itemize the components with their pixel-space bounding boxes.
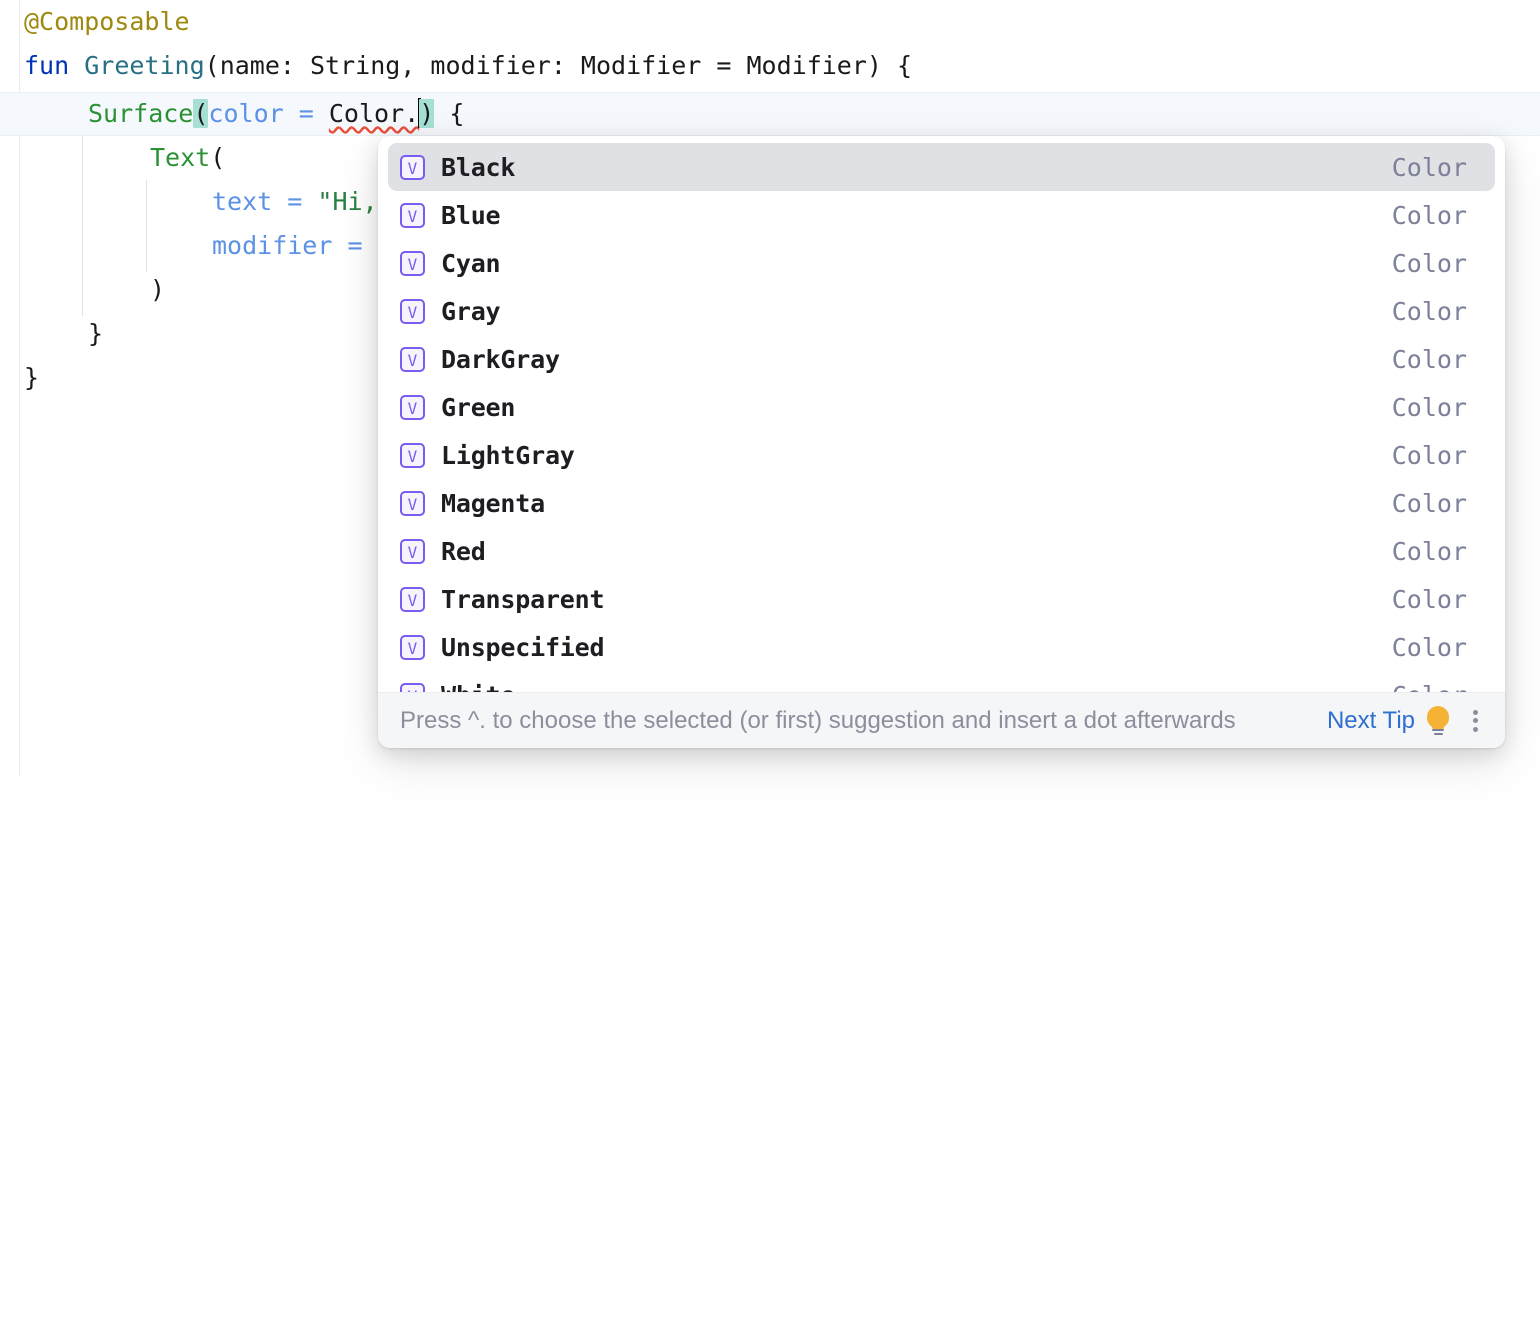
completion-item[interactable]: V LightGray Color [388, 431, 1495, 479]
completion-item-label: Blue [441, 200, 501, 230]
completion-item[interactable]: V Blue Color [388, 191, 1495, 239]
token-space [302, 187, 317, 216]
lightbulb-icon [1425, 705, 1451, 736]
property-value-icon: V [400, 394, 425, 420]
completion-item-type: Color [1391, 200, 1467, 230]
completion-item-type: Color [1391, 152, 1467, 182]
completion-item-label: LightGray [441, 440, 575, 470]
token-open-paren-matched: ( [193, 99, 209, 128]
gutter-divider [19, 0, 20, 776]
token-function-name: Greeting [84, 51, 205, 80]
code-line-7: ) [0, 268, 1540, 312]
token-receiver-color: Color. [328, 99, 420, 128]
token-keyword-fun: fun [24, 51, 70, 80]
completion-item-type: Color [1391, 248, 1467, 278]
token-open-paren: ( [210, 143, 226, 172]
token-brace-close-outer: } [24, 363, 40, 392]
token-close-call-paren: ) [150, 275, 166, 304]
token-space [272, 187, 287, 216]
completion-item-label: Black [441, 152, 516, 182]
completion-item[interactable]: V Cyan Color [388, 239, 1495, 287]
hint-text: Press ^. to choose the selected (or firs… [400, 706, 1236, 734]
property-value-icon: V [400, 346, 425, 372]
token-text-call: Text [150, 143, 211, 172]
token-equals: = [347, 231, 363, 260]
completion-item[interactable]: V Unspecified Color [388, 623, 1495, 671]
completion-item-type: Color [1391, 536, 1467, 566]
completion-item-type: Color [1391, 296, 1467, 326]
code-content[interactable]: @Composable fun Greeting(name: String, m… [0, 0, 1540, 776]
completion-item[interactable]: V Transparent Color [388, 575, 1495, 623]
indent-guide [146, 180, 147, 272]
completion-item-type: Color [1391, 440, 1467, 470]
code-line-4: Text( [0, 136, 1540, 180]
completion-item-label: Green [441, 392, 516, 422]
token-signature: (name: String, modifier: Modifier = Modi… [204, 51, 913, 80]
code-line-5: text = "Hi, [0, 180, 1540, 224]
completion-item-label: Red [441, 536, 486, 566]
property-value-icon: V [400, 202, 425, 228]
completion-item[interactable]: V DarkGray Color [388, 335, 1495, 383]
code-line-3: Surface(color = Color.) { [0, 92, 1540, 136]
completion-item-type: Color [1391, 584, 1467, 614]
next-tip-link[interactable]: Next Tip [1326, 706, 1415, 734]
completion-item[interactable]: V Black Color [388, 143, 1495, 191]
token-space [332, 231, 347, 260]
completion-item-label: Transparent [441, 584, 605, 614]
token-equals: = [298, 99, 314, 128]
property-value-icon: V [400, 538, 425, 564]
completion-item[interactable]: V Gray Color [388, 287, 1495, 335]
kebab-menu-icon[interactable] [1473, 709, 1479, 732]
current-line-highlight [0, 92, 1540, 136]
indent-guide [82, 136, 83, 316]
property-value-icon: V [400, 298, 425, 324]
token-string-literal: "Hi, [317, 187, 378, 216]
completion-item-type: Color [1391, 632, 1467, 662]
token-equals: = [287, 187, 303, 216]
property-value-icon: V [400, 250, 425, 276]
token-named-arg-color: color [208, 99, 284, 128]
code-line-8: } [0, 312, 1540, 356]
property-value-icon: V [400, 154, 425, 180]
token-annotation: @Composable [24, 7, 190, 36]
token-brace-close-inner: } [88, 319, 104, 348]
code-line-9: } [0, 356, 1540, 400]
completion-item-type: Color [1391, 488, 1467, 518]
token-space [314, 99, 329, 128]
property-value-icon: V [400, 442, 425, 468]
token-surface-call: Surface [88, 99, 194, 128]
completion-item-label: Unspecified [441, 632, 605, 662]
completion-item-label: Cyan [441, 248, 501, 278]
completion-item-type: Color [1391, 392, 1467, 422]
token-space [69, 51, 84, 80]
code-line-1: @Composable [0, 0, 1540, 44]
token-named-arg-text: text [212, 187, 273, 216]
property-value-icon: V [400, 490, 425, 516]
token-named-arg-modifier: modifier [212, 231, 333, 260]
token-close-paren-matched: ) [419, 99, 435, 128]
completion-item[interactable]: V Magenta Color [388, 479, 1495, 527]
completion-item-label: DarkGray [441, 344, 560, 374]
code-line-2: fun Greeting(name: String, modifier: Mod… [0, 44, 1540, 88]
completion-item[interactable]: V Red Color [388, 527, 1495, 575]
token-space [434, 99, 449, 128]
completion-item-type: Color [1391, 344, 1467, 374]
completion-item[interactable]: V Green Color [388, 383, 1495, 431]
completion-item-label: Magenta [441, 488, 545, 518]
code-line-6: modifier = [0, 224, 1540, 268]
token-brace-open: { [449, 99, 465, 128]
completion-item-label: Gray [441, 296, 501, 326]
property-value-icon: V [400, 586, 425, 612]
token-space [284, 99, 299, 128]
property-value-icon: V [400, 634, 425, 660]
completion-hint-bar: Press ^. to choose the selected (or firs… [378, 692, 1505, 748]
